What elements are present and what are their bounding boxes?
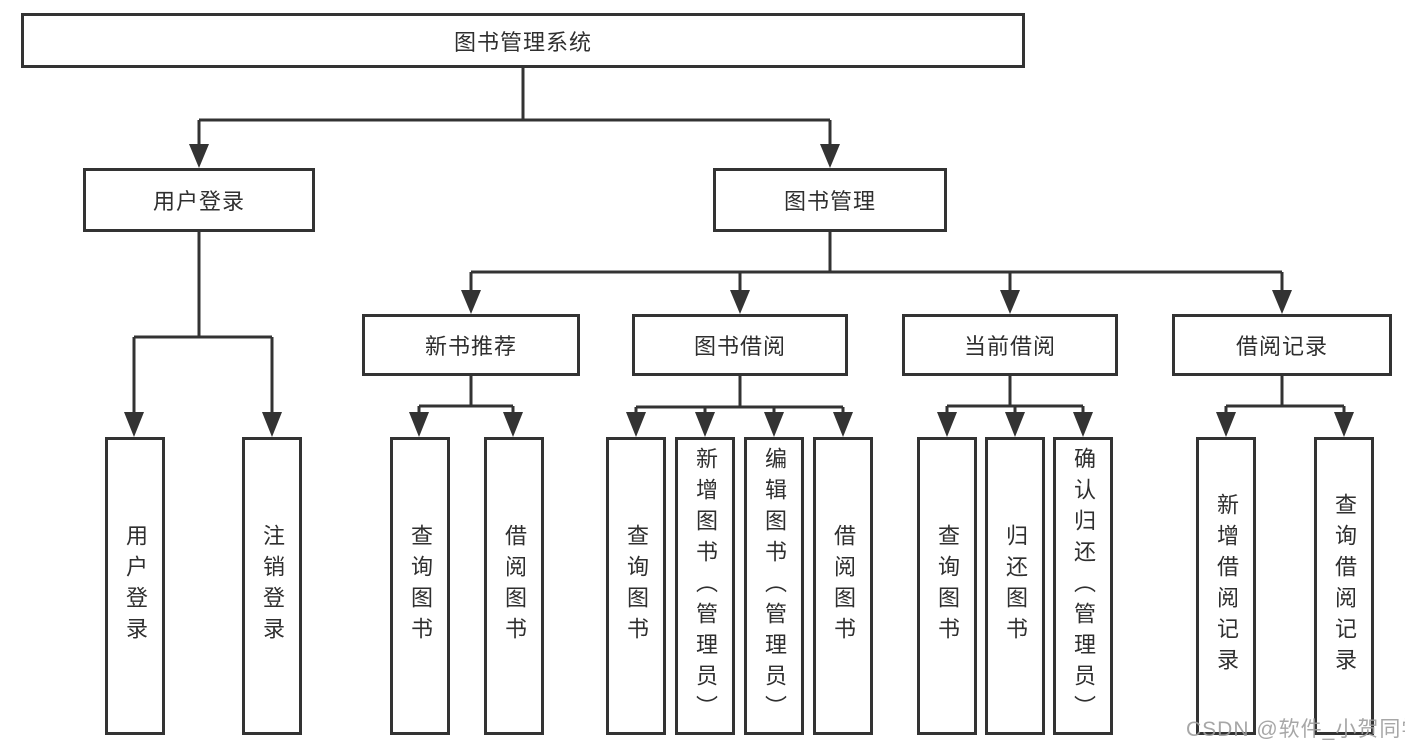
arrow-icon bbox=[695, 412, 715, 437]
arrow-icon bbox=[730, 290, 750, 314]
node-new-book-recommend: 新书推荐 bbox=[362, 314, 580, 376]
arrow-icon bbox=[503, 412, 523, 437]
leaf-confirm-return-admin: 确认归还（管理员） bbox=[1053, 437, 1113, 735]
arrow-icon bbox=[626, 412, 646, 437]
leaf-query-books-recommend: 查询图书 bbox=[390, 437, 450, 735]
leaf-logout: 注销登录 bbox=[242, 437, 302, 735]
leaf-add-book-admin: 新增图书（管理员） bbox=[675, 437, 735, 735]
leaf-query-books-borrow: 查询图书 bbox=[606, 437, 666, 735]
node-library-management-system: 图书管理系统 bbox=[21, 13, 1025, 68]
leaf-edit-book-admin: 编辑图书（管理员） bbox=[744, 437, 804, 735]
node-book-management: 图书管理 bbox=[713, 168, 947, 232]
arrow-icon bbox=[937, 412, 957, 437]
leaf-query-borrow-record: 查询借阅记录 bbox=[1314, 437, 1374, 735]
arrow-icon bbox=[1000, 290, 1020, 314]
arrow-icon bbox=[1005, 412, 1025, 437]
arrow-icon bbox=[262, 412, 282, 437]
arrow-icon bbox=[461, 290, 481, 314]
leaf-add-borrow-record: 新增借阅记录 bbox=[1196, 437, 1256, 735]
arrow-icon bbox=[189, 144, 209, 168]
leaf-return-book: 归还图书 bbox=[985, 437, 1045, 735]
leaf-query-books-current: 查询图书 bbox=[917, 437, 977, 735]
arrow-icon bbox=[1272, 290, 1292, 314]
arrow-icon bbox=[409, 412, 429, 437]
node-borrow-records: 借阅记录 bbox=[1172, 314, 1392, 376]
arrow-icon bbox=[764, 412, 784, 437]
csdn-watermark: CSDN @软件_小贺同学 bbox=[1186, 718, 1405, 741]
arrow-icon bbox=[1073, 412, 1093, 437]
node-current-borrow: 当前借阅 bbox=[902, 314, 1118, 376]
node-user-login: 用户登录 bbox=[83, 168, 315, 232]
arrow-icon bbox=[1334, 412, 1354, 437]
leaf-user-login: 用户登录 bbox=[105, 437, 165, 735]
node-book-borrow: 图书借阅 bbox=[632, 314, 848, 376]
leaf-borrow-books-recommend: 借阅图书 bbox=[484, 437, 544, 735]
leaf-borrow-books-borrow: 借阅图书 bbox=[813, 437, 873, 735]
arrowheads bbox=[124, 144, 1354, 437]
arrow-icon bbox=[833, 412, 853, 437]
arrow-icon bbox=[124, 412, 144, 437]
arrow-icon bbox=[820, 144, 840, 168]
arrow-icon bbox=[1216, 412, 1236, 437]
